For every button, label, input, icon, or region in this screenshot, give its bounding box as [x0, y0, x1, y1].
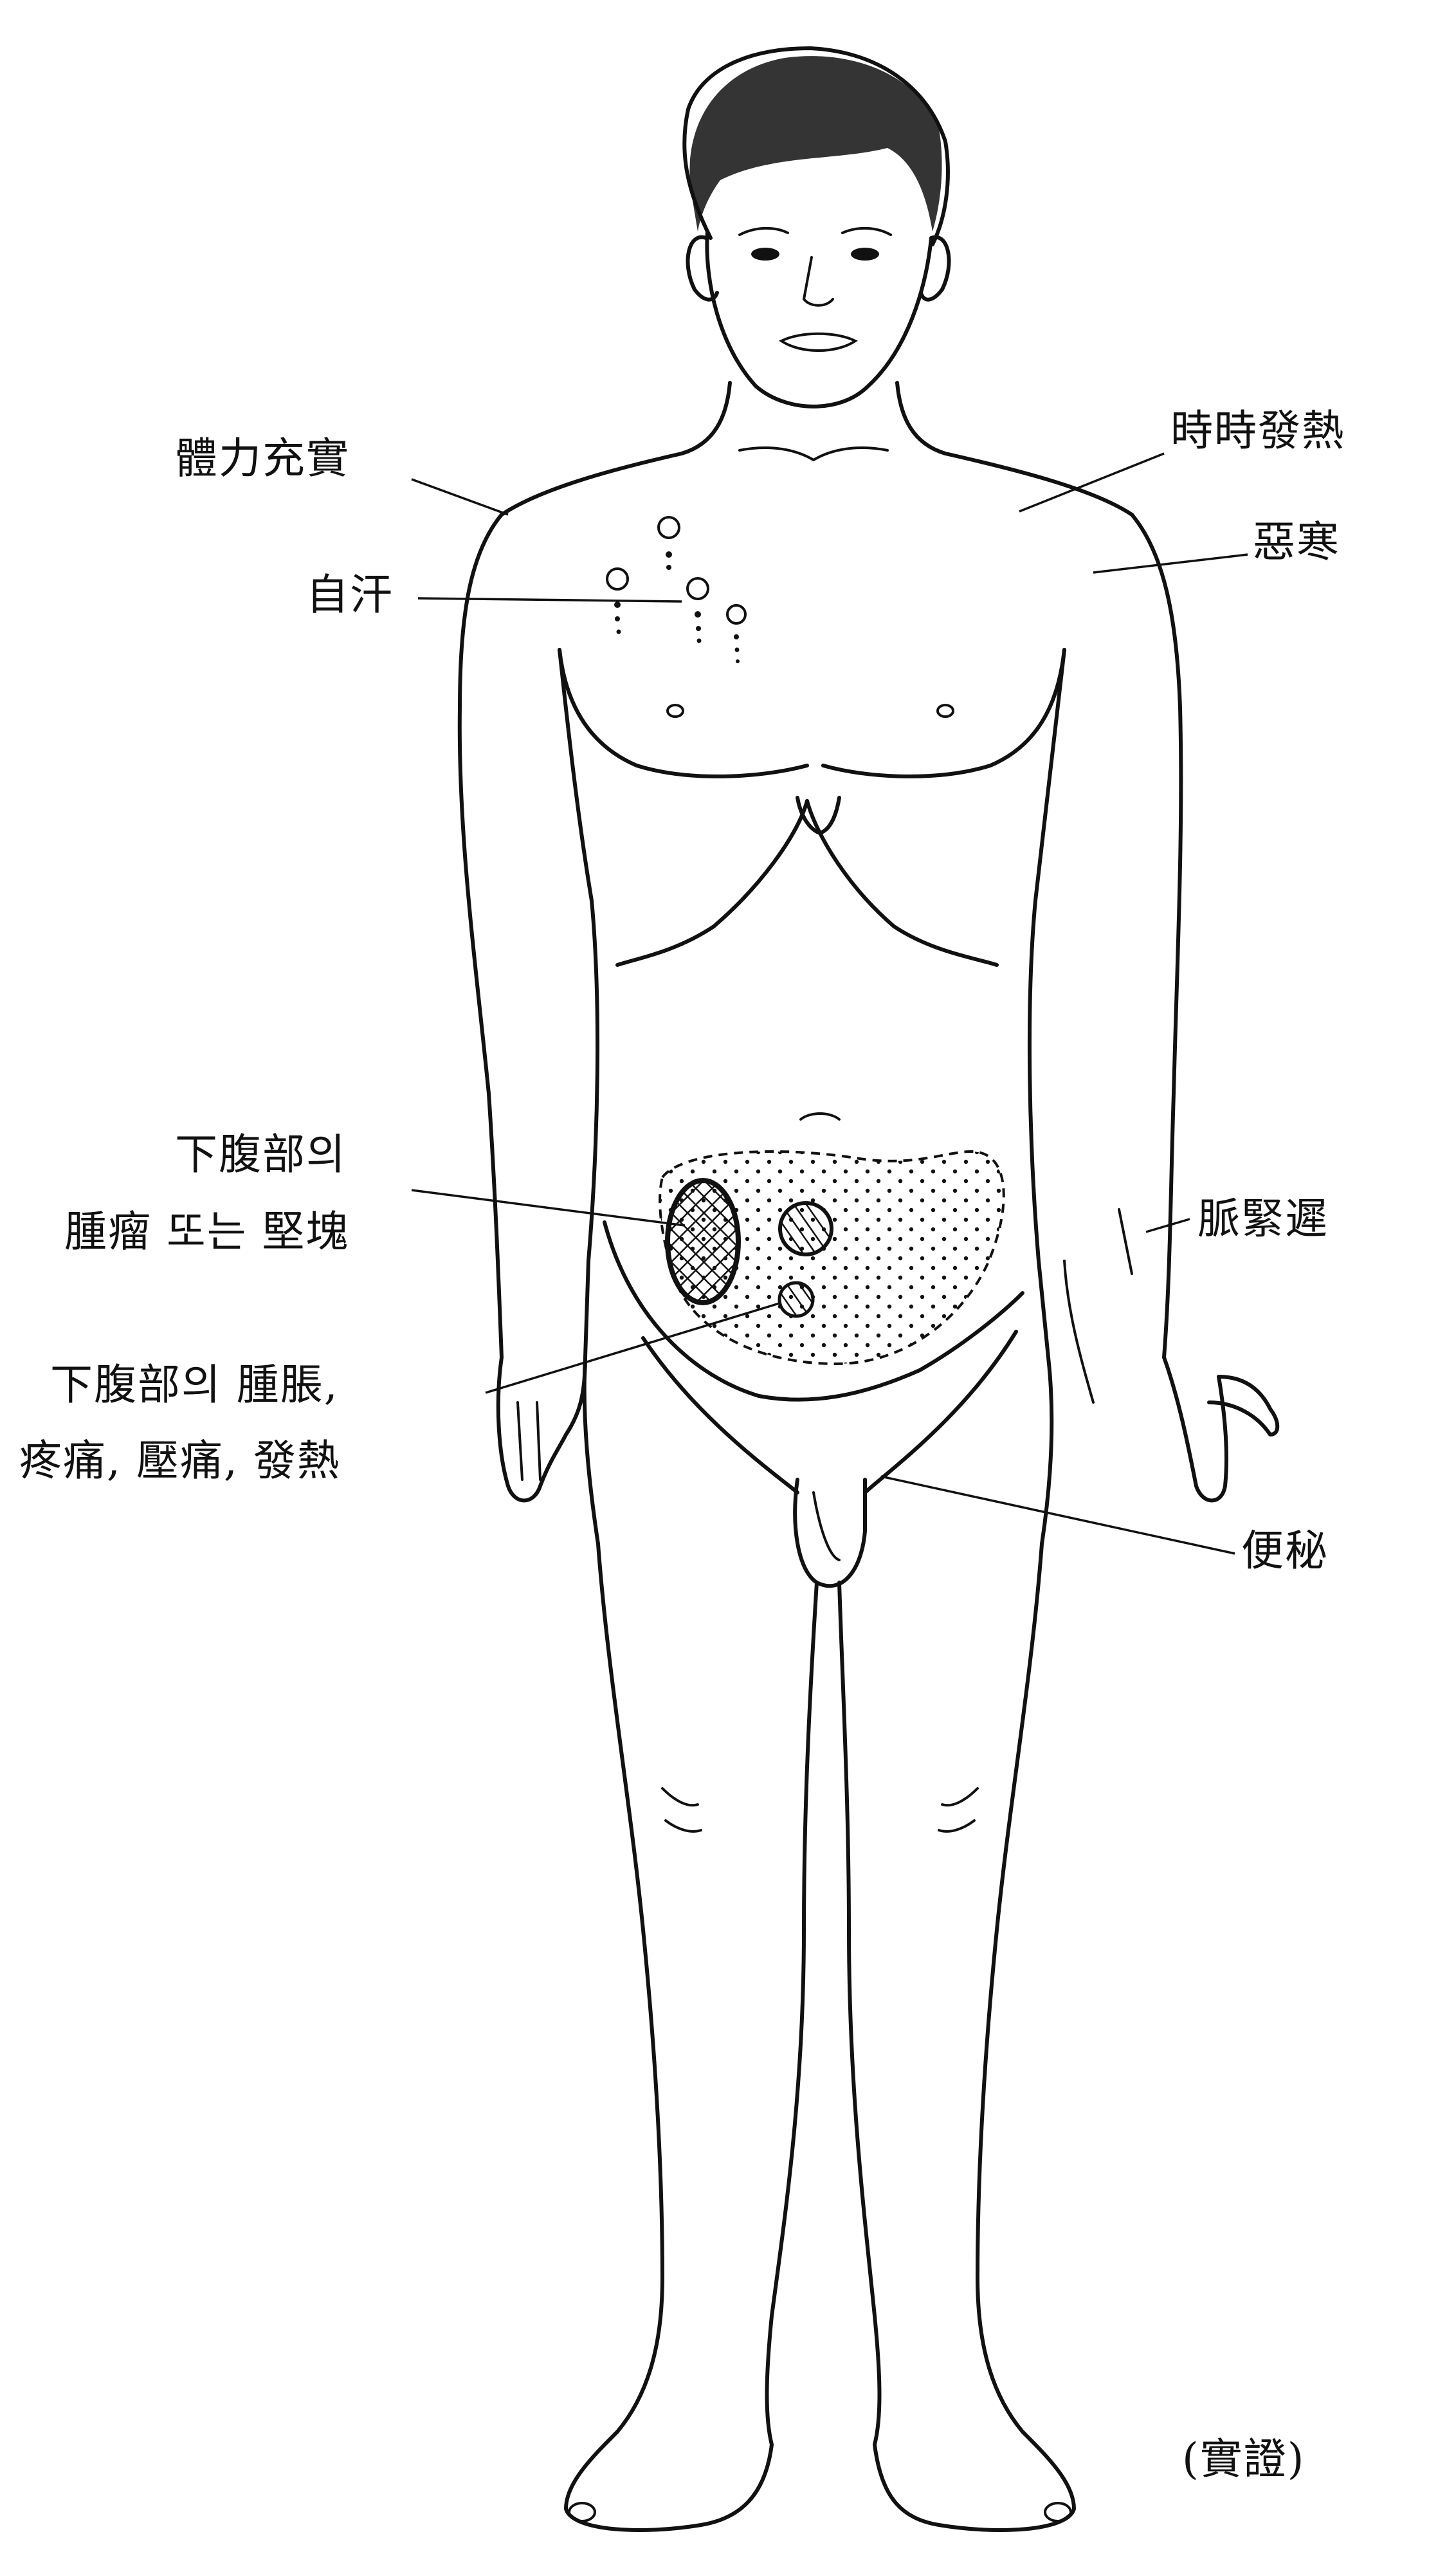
label-pulse: 脈緊遲 — [1197, 1194, 1329, 1244]
label-periodic-fever: 時時發熱 — [1170, 406, 1345, 455]
label-mass-line1: 下腹部의 — [175, 1130, 347, 1179]
label-swelling-line1: 下腹部의 腫脹, — [50, 1360, 339, 1409]
label-constipation: 便秘 — [1241, 1526, 1329, 1575]
sweat-drops — [606, 516, 747, 663]
label-swelling-line2: 疼痛, 壓痛, 發熱 — [19, 1436, 341, 1485]
label-constitution: 體力充實 — [175, 434, 350, 483]
torso-outline — [457, 381, 1183, 1588]
label-aversion-to-cold: 惡寒 — [1253, 517, 1340, 567]
hands — [496, 1208, 1280, 1503]
label-mass-line2: 腫瘤 또는 堅塊 — [64, 1207, 350, 1256]
legs — [564, 1542, 1076, 2532]
head — [682, 46, 951, 409]
abdominal-swelling-area — [659, 1150, 1005, 1366]
leader-lines — [411, 452, 1248, 1555]
caption: (實證) — [1182, 2434, 1306, 2484]
label-spontaneous-sweat: 自汗 — [306, 570, 394, 620]
